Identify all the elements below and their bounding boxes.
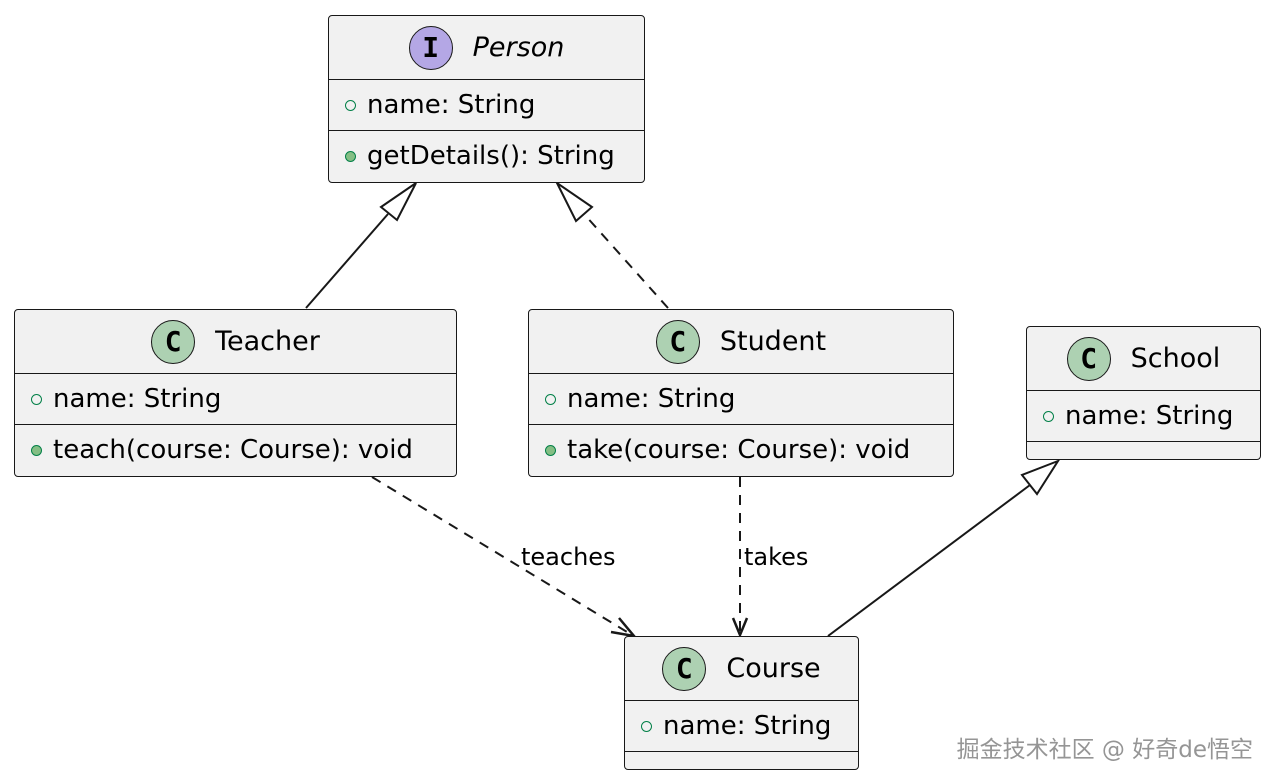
school-fields: name: String: [1027, 391, 1260, 442]
public-field-icon: [31, 393, 42, 405]
watermark: 掘金技术社区 @ 好奇de悟空: [956, 737, 1253, 763]
teacher-name: Teacher: [215, 326, 320, 357]
field-text: name: String: [663, 711, 832, 741]
student-fields: name: String: [529, 374, 953, 425]
method-text: getDetails(): String: [367, 141, 615, 171]
field-item: name: String: [345, 90, 644, 120]
public-field-icon: [345, 99, 356, 111]
person-name: Person: [472, 32, 565, 63]
public-field-icon: [1043, 410, 1054, 422]
edge-teacher-person: [305, 182, 417, 309]
person-fields: name: String: [329, 80, 644, 131]
interface-badge-icon: I: [408, 25, 453, 70]
student-header: C Student: [529, 310, 953, 374]
student-name: Student: [719, 326, 827, 357]
field-item: name: String: [31, 384, 456, 414]
field-text: name: String: [367, 90, 536, 120]
person-header: I Person: [329, 16, 644, 80]
method-item: getDetails(): String: [345, 141, 644, 171]
student-class-box[interactable]: C Student name: String take(course: Cour…: [528, 309, 954, 477]
course-class-box[interactable]: C Course name: String: [624, 636, 859, 770]
takes-label: takes: [744, 543, 809, 571]
field-item: name: String: [1043, 401, 1260, 431]
student-methods: take(course: Course): void: [529, 425, 953, 475]
field-text: name: String: [1065, 401, 1234, 431]
school-class-box[interactable]: C School name: String: [1026, 326, 1261, 460]
course-header: C Course: [625, 637, 858, 701]
public-method-icon: [545, 444, 556, 456]
public-method-icon: [31, 444, 42, 456]
edge-course-school: [827, 458, 1061, 637]
method-text: teach(course: Course): void: [53, 435, 413, 465]
public-method-icon: [345, 150, 356, 162]
course-name: Course: [726, 653, 821, 684]
field-item: name: String: [641, 711, 858, 741]
field-text: name: String: [567, 384, 736, 414]
field-item: name: String: [545, 384, 953, 414]
class-badge-icon: C: [662, 646, 707, 691]
edge-student-person: [554, 179, 669, 309]
teacher-fields: name: String: [15, 374, 456, 425]
class-badge-icon: C: [655, 319, 700, 364]
teacher-methods: teach(course: Course): void: [15, 425, 456, 475]
class-badge-icon: C: [1066, 336, 1111, 381]
course-fields: name: String: [625, 701, 858, 752]
teacher-header: C Teacher: [15, 310, 456, 374]
public-field-icon: [641, 720, 652, 732]
school-methods: [1027, 442, 1260, 452]
school-name: School: [1130, 343, 1221, 374]
school-header: C School: [1027, 327, 1260, 391]
teaches-label: teaches: [521, 543, 616, 571]
person-methods: getDetails(): String: [329, 131, 644, 181]
class-badge-icon: C: [151, 319, 196, 364]
public-field-icon: [545, 393, 556, 405]
method-item: teach(course: Course): void: [31, 435, 456, 465]
teacher-class-box[interactable]: C Teacher name: String teach(course: Cou…: [14, 309, 457, 477]
edge-student-course: [731, 477, 749, 639]
field-text: name: String: [53, 384, 222, 414]
course-methods: [625, 752, 858, 762]
method-text: take(course: Course): void: [567, 435, 911, 465]
method-item: take(course: Course): void: [545, 435, 953, 465]
person-interface-box[interactable]: I Person name: String getDetails(): Stri…: [328, 15, 645, 183]
